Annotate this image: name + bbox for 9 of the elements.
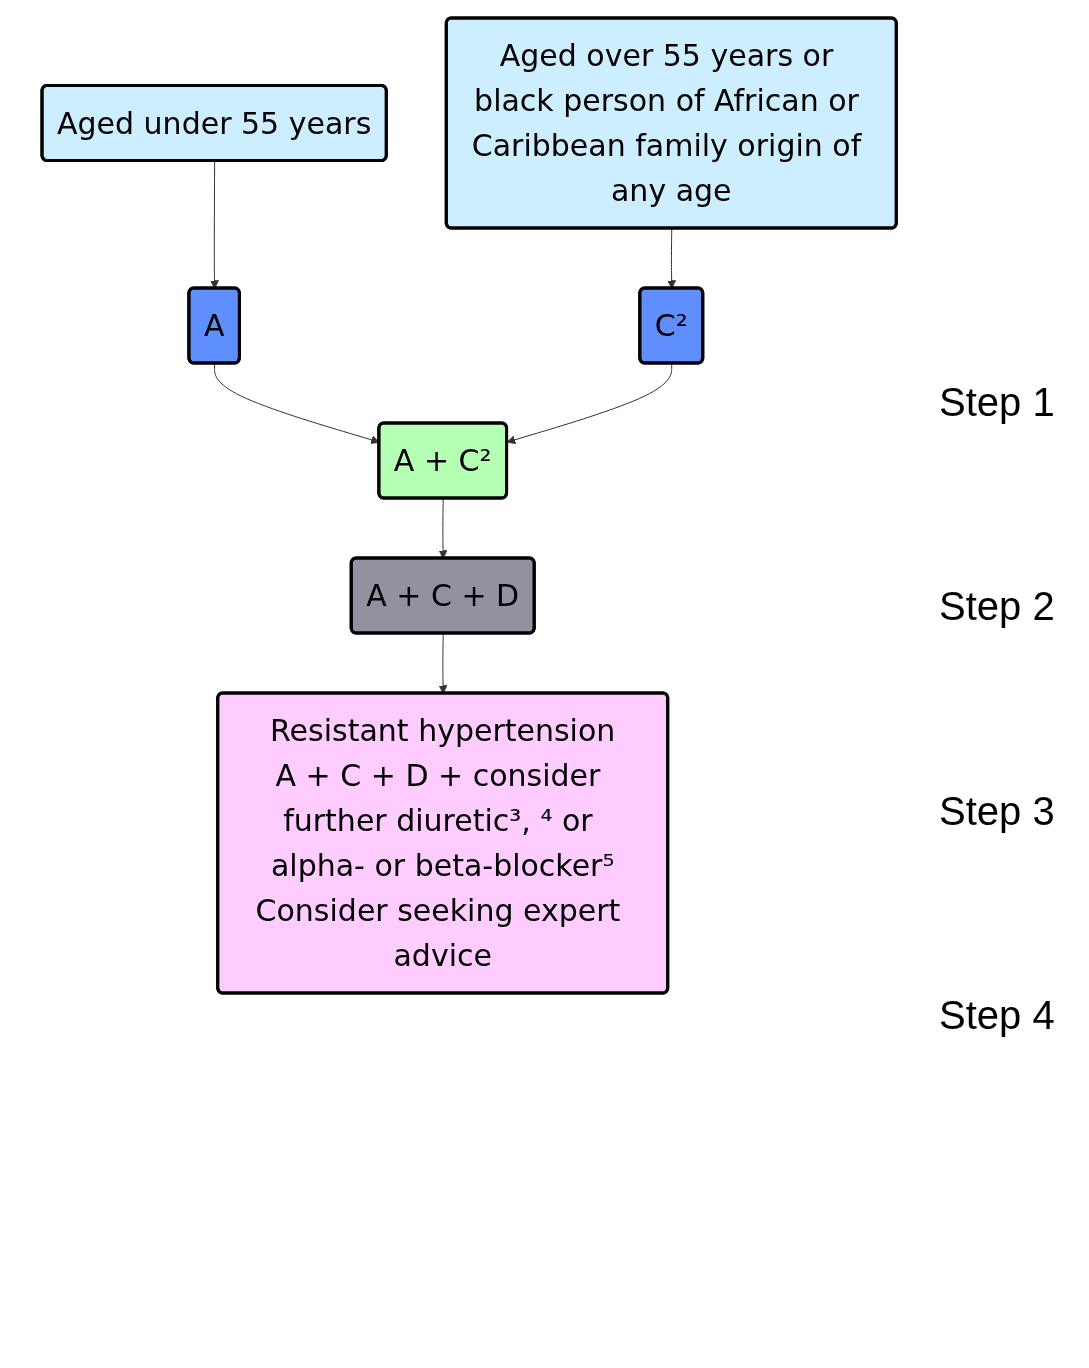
arrow	[439, 498, 448, 559]
step-label: Step 1	[939, 379, 1056, 425]
arrow	[667, 228, 677, 289]
step-label: Step 2	[939, 584, 1056, 630]
arrow	[210, 160, 220, 289]
step-label: Step 4	[939, 993, 1056, 1039]
arrow	[439, 633, 448, 694]
step-label: Step 3	[939, 788, 1056, 834]
arrow	[507, 363, 673, 445]
